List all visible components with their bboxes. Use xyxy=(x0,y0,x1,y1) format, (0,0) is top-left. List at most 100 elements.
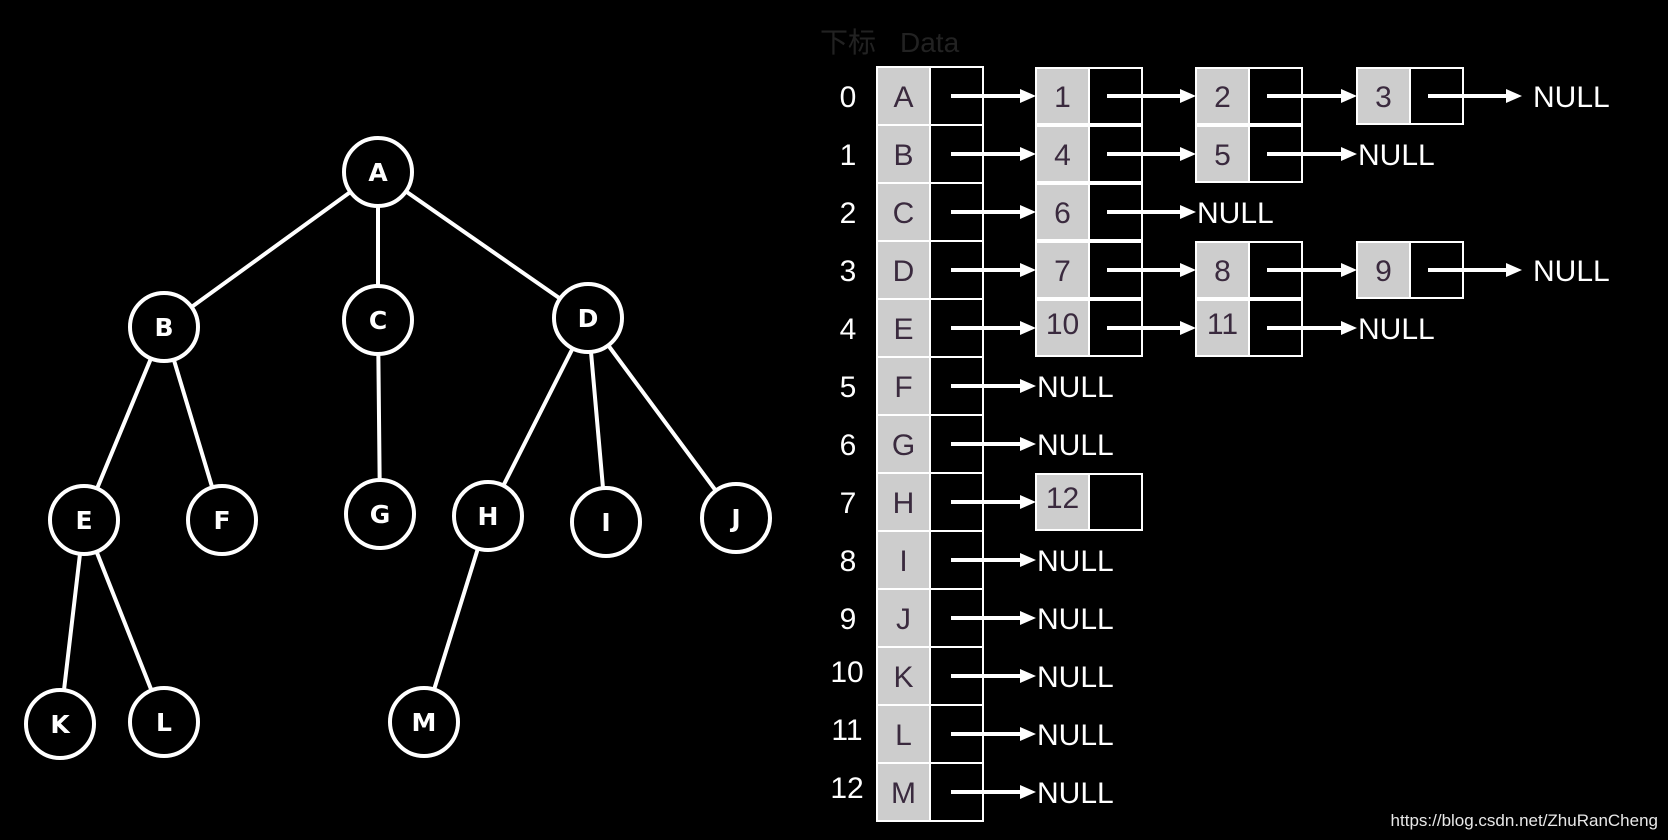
data-cell-label: C xyxy=(893,197,915,230)
arrowhead xyxy=(1020,263,1036,277)
null-label: NULL xyxy=(1037,371,1114,404)
child-index-label: 9 xyxy=(1375,255,1392,288)
row-index: 4 xyxy=(840,313,857,346)
tree-node-h: H xyxy=(452,480,524,552)
tree-node-label: G xyxy=(370,500,391,529)
data-cell-label: E xyxy=(893,313,913,346)
tree-edge-d-h xyxy=(486,316,590,518)
row-index: 2 xyxy=(840,197,857,230)
tree-node-circle xyxy=(128,291,200,363)
data-cell-label: H xyxy=(893,487,915,520)
child-index-label: 11 xyxy=(1207,308,1238,341)
tree-node-label: M xyxy=(412,708,437,737)
arrowhead xyxy=(1341,321,1357,335)
child-index-label: 2 xyxy=(1214,81,1231,114)
row-index: 3 xyxy=(840,255,857,288)
arrowhead xyxy=(1341,89,1357,103)
data-cell xyxy=(876,762,931,822)
data-cell xyxy=(876,124,931,184)
row-index: 9 xyxy=(840,603,857,636)
arrowhead xyxy=(1020,727,1036,741)
tree-node-label: J xyxy=(729,504,740,533)
tree-node-i: I xyxy=(570,486,642,558)
tree-node-j: J xyxy=(700,482,772,554)
tree-node-circle xyxy=(552,282,624,354)
arrowhead xyxy=(1020,205,1036,219)
null-label: NULL xyxy=(1358,139,1435,172)
row-index: 11 xyxy=(831,714,862,747)
row-index: 5 xyxy=(840,371,857,404)
data-cell-label: J xyxy=(896,603,911,636)
tree-node-circle xyxy=(388,686,460,758)
row-index: 6 xyxy=(840,429,857,462)
row-index: 7 xyxy=(840,487,857,520)
tree-node-circle xyxy=(342,284,414,356)
data-cell-label: F xyxy=(894,371,912,404)
arrowhead xyxy=(1020,495,1036,509)
child-index-label: 3 xyxy=(1375,81,1392,114)
row-index: 0 xyxy=(840,81,857,114)
arrowhead xyxy=(1020,89,1036,103)
tree-edge-a-b xyxy=(162,170,380,329)
null-label: NULL xyxy=(1037,719,1114,752)
tree-node-a: A xyxy=(342,136,414,208)
child-index-cell xyxy=(1035,473,1090,531)
child-index-label: 12 xyxy=(1046,482,1079,515)
tree-node-l: L xyxy=(128,686,200,758)
table-row-5: 5 F NULL xyxy=(840,356,1114,416)
tree-node-m: M xyxy=(388,686,460,758)
arrowhead xyxy=(1341,147,1357,161)
arrowhead xyxy=(1180,321,1196,335)
arrowhead xyxy=(1020,785,1036,799)
arrowhead xyxy=(1341,263,1357,277)
data-cell xyxy=(876,704,931,764)
next-sibling-pointer-cell xyxy=(1088,473,1143,531)
tree-node-circle xyxy=(700,482,772,554)
child-index-label: 7 xyxy=(1054,255,1071,288)
child-index-cell xyxy=(1035,125,1090,183)
tree-node-circle xyxy=(128,686,200,758)
child-index-label: 8 xyxy=(1214,255,1231,288)
arrowhead xyxy=(1180,205,1196,219)
tree-node-label: E xyxy=(75,506,92,535)
null-label: NULL xyxy=(1197,197,1274,230)
null-label: NULL xyxy=(1533,255,1610,288)
row-index: 12 xyxy=(830,772,863,805)
table-header-data: Data xyxy=(900,27,960,58)
tree-node-k: K xyxy=(24,688,96,760)
tree-node-label: H xyxy=(478,502,499,531)
child-index-cell xyxy=(1356,241,1411,299)
table-row-9: 9 J NULL xyxy=(840,588,1114,648)
child-index-cell xyxy=(1356,67,1411,125)
tree-edge-a-d xyxy=(376,170,590,320)
child-index-cell xyxy=(1035,183,1090,241)
arrowhead xyxy=(1020,379,1036,393)
null-label: NULL xyxy=(1037,545,1114,578)
row-index: 1 xyxy=(840,139,857,172)
tree-node-g: G xyxy=(344,478,416,550)
data-cell-label: D xyxy=(893,255,915,288)
child-index-cell xyxy=(1195,67,1250,125)
null-label: NULL xyxy=(1358,313,1435,346)
tree-node-label: D xyxy=(578,304,599,333)
tree-edges xyxy=(58,170,738,726)
tree-node-c: C xyxy=(342,284,414,356)
child-index-label: 5 xyxy=(1214,139,1231,172)
arrowhead xyxy=(1180,147,1196,161)
table-header-index: 下标 xyxy=(820,27,876,58)
table-row-7: 7 H 12 xyxy=(840,472,1143,532)
tree-node-circle xyxy=(344,478,416,550)
tree-node-b: B xyxy=(128,291,200,363)
data-cell xyxy=(876,356,931,416)
data-cell-label: B xyxy=(893,139,913,172)
null-label: NULL xyxy=(1037,603,1114,636)
child-index-cell xyxy=(1195,299,1250,357)
table-row-3: 3 D 7 8 9 NULL xyxy=(840,240,1610,300)
child-index-cell xyxy=(1195,125,1250,183)
